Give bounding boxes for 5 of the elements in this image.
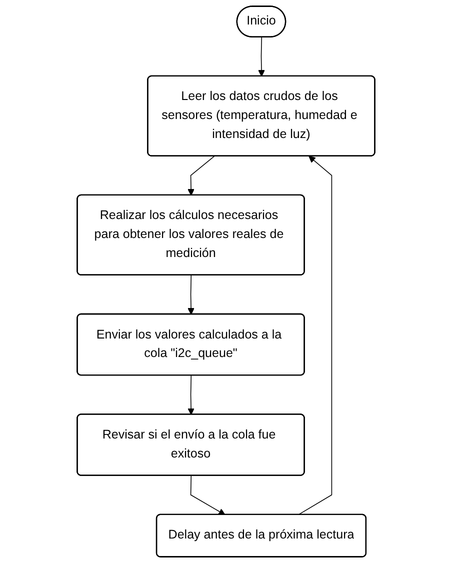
arrow	[258, 36, 264, 77]
arrow	[190, 475, 225, 516]
arrow	[187, 375, 194, 415]
arrow	[187, 156, 214, 196]
arrow	[187, 274, 194, 315]
